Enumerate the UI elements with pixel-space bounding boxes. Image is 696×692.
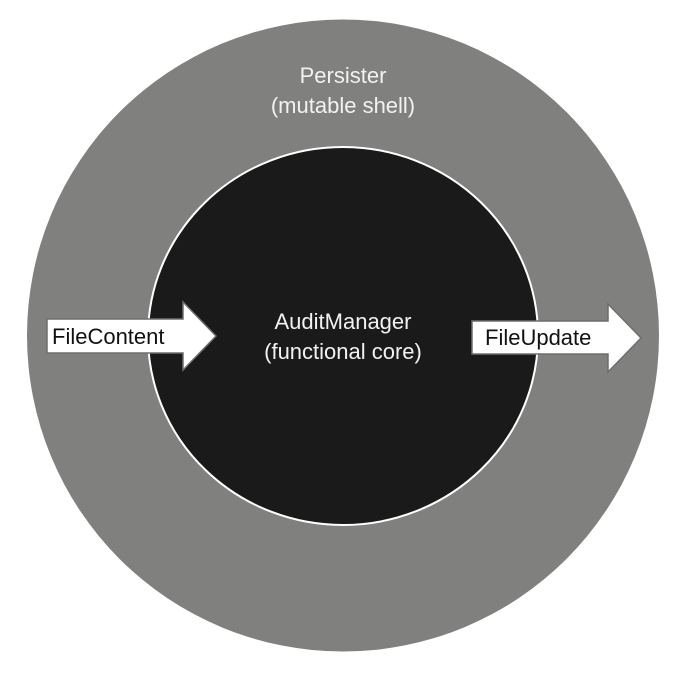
file-update-arrow: FileUpdate [471,302,643,374]
arrow-right-icon [46,300,218,372]
file-update-label: FileUpdate [485,325,591,350]
audit-manager-title: AuditManager [275,309,412,334]
persister-title: Persister [300,63,387,88]
persister-subtitle: (mutable shell) [271,93,415,118]
audit-manager-subtitle: (functional core) [264,339,422,364]
arrow-right-icon [471,302,643,374]
file-content-arrow: FileContent [46,300,218,372]
file-content-label: FileContent [52,324,165,349]
